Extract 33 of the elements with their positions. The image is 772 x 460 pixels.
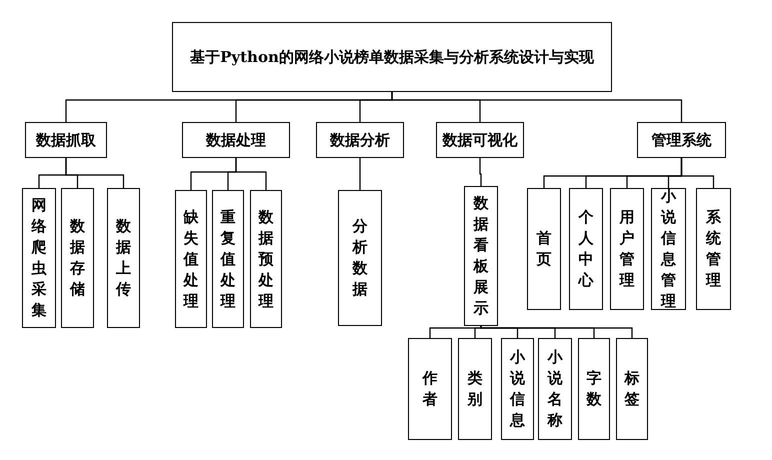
module-box: 数据上传 bbox=[107, 188, 140, 328]
connector-line bbox=[479, 158, 482, 186]
connector-line bbox=[474, 326, 482, 338]
module-box: 作者 bbox=[408, 338, 452, 440]
module-box: 数据存储 bbox=[61, 188, 94, 328]
module-box: 小说信息 bbox=[501, 338, 534, 440]
module-box: 小说名称 bbox=[538, 338, 572, 440]
module-box: 个人中心 bbox=[569, 188, 603, 310]
module-box: 数据预处理 bbox=[250, 190, 282, 328]
module-box: 首页 bbox=[527, 188, 561, 310]
module-box: 小说信息管理 bbox=[651, 188, 686, 310]
module-box: 数据处理 bbox=[182, 122, 290, 158]
module-box: 用户管理 bbox=[610, 188, 644, 310]
module-box: 系统管理 bbox=[696, 188, 731, 310]
connector-line bbox=[65, 158, 124, 188]
connector-line bbox=[480, 326, 633, 338]
module-box: 网络爬虫采集 bbox=[22, 188, 56, 328]
connector-line bbox=[235, 158, 267, 190]
module-box: 数据分析 bbox=[316, 122, 404, 158]
module-box: 分析数据 bbox=[338, 190, 382, 326]
module-box: 数据可视化 bbox=[436, 122, 524, 158]
module-box: 缺失值处理 bbox=[175, 190, 207, 328]
module-box: 数据抓取 bbox=[25, 122, 107, 158]
module-box: 字数 bbox=[578, 338, 610, 440]
connector-line bbox=[359, 158, 361, 190]
module-box: 重复值处理 bbox=[212, 190, 244, 328]
title-box: 基于Python的网络小说榜单数据采集与分析系统设计与实现 bbox=[172, 22, 612, 92]
module-box: 标签 bbox=[616, 338, 648, 440]
connector-line bbox=[680, 158, 714, 188]
module-box: 类别 bbox=[458, 338, 492, 440]
module-box: 管理系统 bbox=[637, 122, 726, 158]
module-box: 数据看板展示 bbox=[464, 186, 498, 326]
connector-line bbox=[391, 92, 682, 122]
